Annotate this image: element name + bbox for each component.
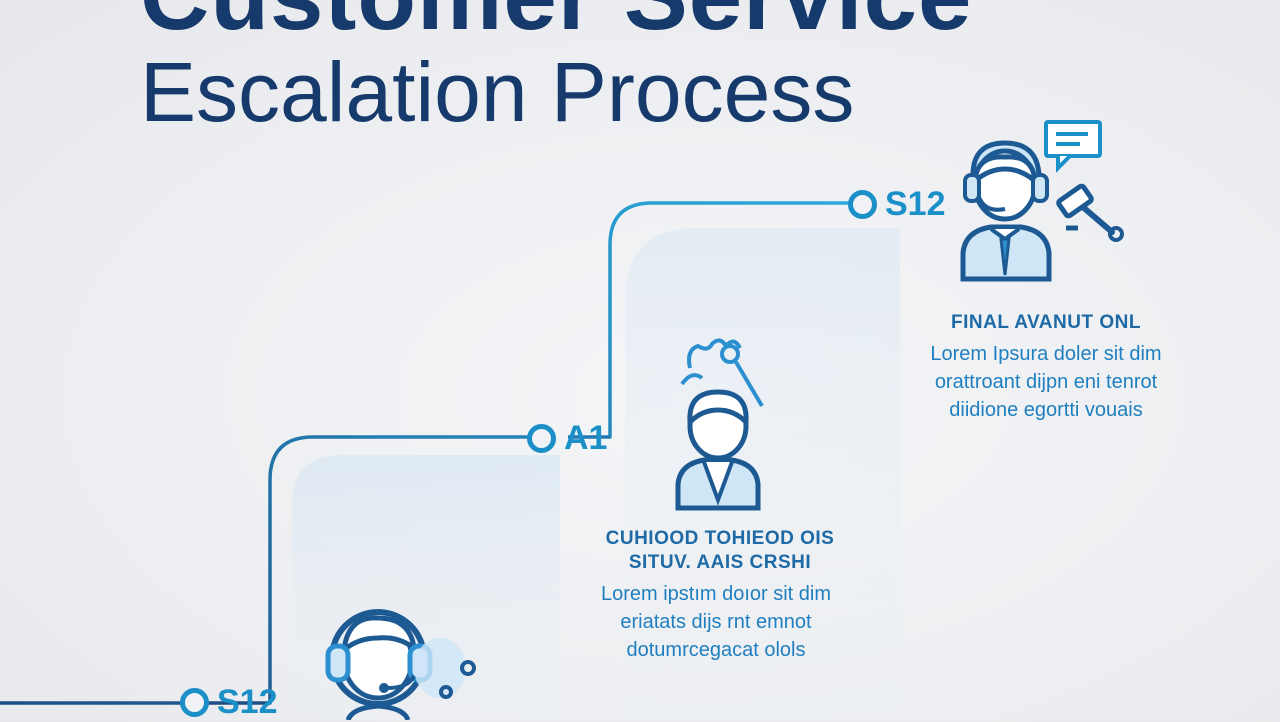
step-dot-icon xyxy=(848,190,877,219)
step-marker-1: S12 xyxy=(180,683,278,722)
headset-agent-icon xyxy=(325,609,476,720)
description-line: dotumrcegacat olols xyxy=(626,639,806,661)
heading-line: CUHIOOD TOHIEOD OIS xyxy=(605,528,835,549)
supervisor-icon xyxy=(675,338,764,511)
description-line: orattroant dijpn eni tenrot xyxy=(934,371,1158,393)
manager-icon xyxy=(960,140,1052,282)
step-marker-3: S12 xyxy=(848,185,946,224)
description-line: Lorem ipstım doıor sit dim xyxy=(600,583,832,605)
step-label: S12 xyxy=(885,185,946,223)
description-line: Lorem Ipsura doler sit dim xyxy=(930,343,1162,365)
step-2-heading: CUHIOOD TOHIEOD OIS SITUV. AAIS CRSHI xyxy=(570,527,870,575)
step-3-heading: FINAL AVANUT ONL xyxy=(896,311,1196,335)
step-2-description: Lorem ipstım doıor sit dim eriatats dijs… xyxy=(566,580,866,664)
step-dot-icon xyxy=(527,424,556,453)
connector-line xyxy=(0,201,852,705)
title-line-2: Escalation Process xyxy=(140,45,855,139)
chat-bubble-icon xyxy=(1044,120,1102,173)
description-line: diidione egortti vouais xyxy=(949,399,1143,421)
heading-line: FINAL AVANUT ONL xyxy=(951,312,1141,333)
gavel-icon xyxy=(1056,183,1124,242)
step-label: S12 xyxy=(217,683,278,721)
step-label: A1 xyxy=(564,419,608,457)
step-marker-2: A1 xyxy=(527,419,607,458)
heading-line: SITUV. AAIS CRSHI xyxy=(628,552,812,573)
step-dot-icon xyxy=(180,688,209,717)
description-line: eriatats dijs rnt emnot xyxy=(620,611,812,633)
title-line-1: Customer Service xyxy=(140,0,972,52)
step-3-description: Lorem Ipsura doler sit dim orattroant di… xyxy=(896,340,1196,424)
